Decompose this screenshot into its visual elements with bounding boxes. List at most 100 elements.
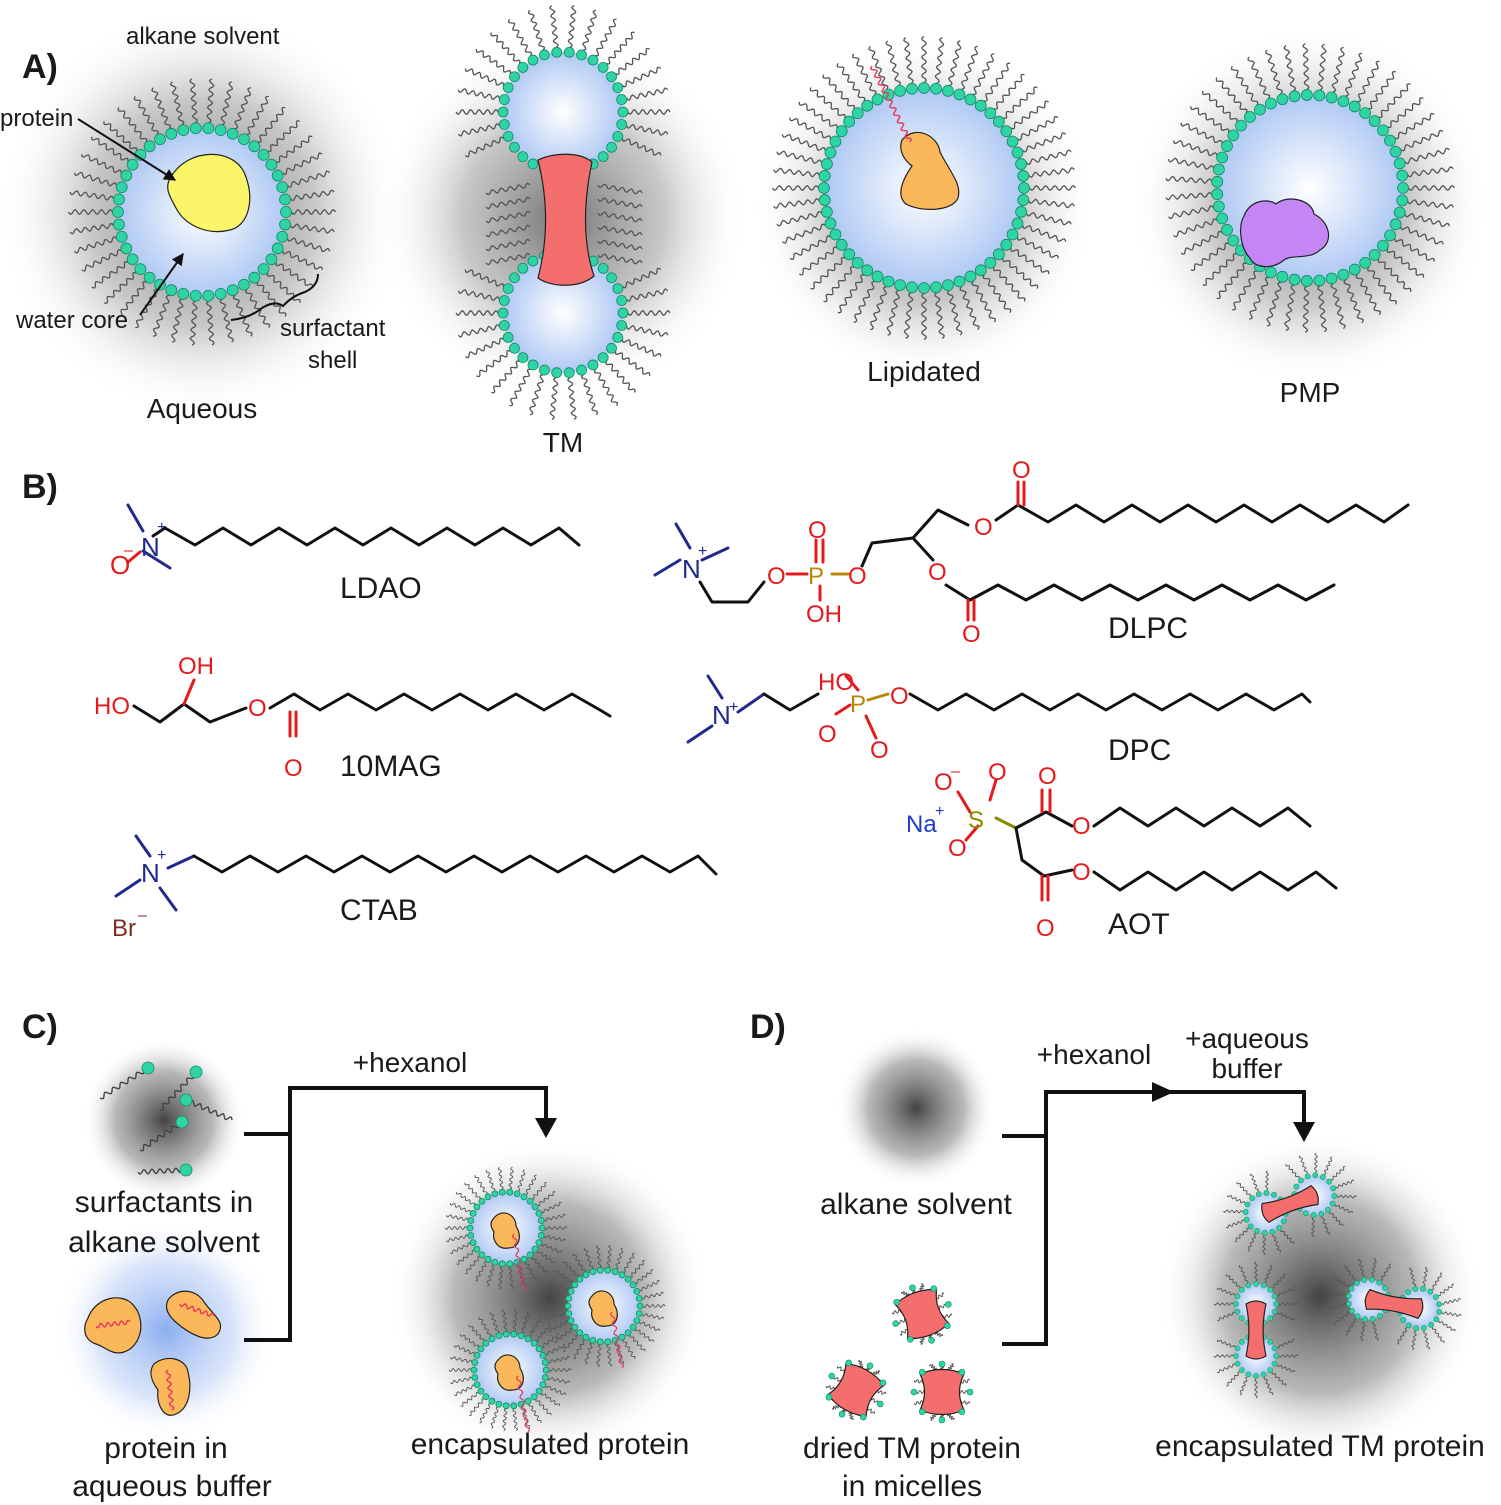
surfactant-head bbox=[635, 1310, 643, 1317]
tm-protein-in-micelle bbox=[919, 1368, 965, 1416]
surfactant-tail bbox=[868, 45, 889, 90]
surfactant-tail bbox=[1317, 285, 1328, 333]
surfactant-head bbox=[1436, 1301, 1442, 1308]
surfactant-head bbox=[835, 125, 848, 138]
surfactant-head bbox=[276, 181, 289, 194]
surfactant-head bbox=[477, 1345, 485, 1353]
lipid-anchor bbox=[609, 1311, 625, 1369]
surfactant-tail bbox=[464, 68, 505, 86]
surfactant-head bbox=[918, 282, 930, 294]
ldao-name: LDAO bbox=[340, 572, 422, 605]
aot-name: AOT bbox=[1108, 908, 1170, 941]
surfactant-head bbox=[513, 1190, 521, 1198]
surfactant-head bbox=[535, 1345, 543, 1353]
surfactant-head bbox=[502, 1402, 510, 1410]
surfactant-tail bbox=[91, 261, 129, 289]
surfactant-tail bbox=[982, 274, 1012, 313]
surfactant-head bbox=[179, 1093, 193, 1107]
surfactant-head bbox=[143, 271, 156, 284]
lipid-anchor bbox=[179, 1303, 215, 1317]
surfactant-tail bbox=[622, 66, 662, 88]
surfactant-tail bbox=[521, 1311, 530, 1334]
surfactant-tail bbox=[1404, 212, 1451, 228]
surfactant-tail bbox=[152, 294, 170, 337]
surfactant-tail bbox=[642, 1304, 666, 1308]
surfactant-head bbox=[1233, 1353, 1239, 1359]
surfactant-head bbox=[189, 1065, 203, 1079]
surfactant-tail bbox=[290, 189, 335, 202]
surfactant-head bbox=[938, 1416, 946, 1424]
surfactant-head bbox=[517, 352, 529, 363]
surfactant-head bbox=[876, 1400, 884, 1408]
surfactant-head bbox=[606, 342, 617, 354]
surfactant-tail bbox=[1002, 86, 1038, 120]
surfactant-tail bbox=[69, 222, 114, 235]
surfactant-tail bbox=[547, 1281, 569, 1291]
surfactant-tail bbox=[1368, 71, 1396, 110]
surfactant-head bbox=[1267, 1287, 1273, 1293]
lipidated-protein bbox=[900, 131, 960, 210]
surfactant-shell-brace bbox=[230, 273, 319, 321]
surfactant-head bbox=[1267, 1367, 1273, 1373]
surfactant-head bbox=[113, 218, 125, 231]
panel-label-a: A) bbox=[22, 48, 58, 86]
surfactant-head bbox=[1216, 212, 1229, 225]
caption-aqueous: Aqueous bbox=[147, 393, 258, 424]
surfactant-shell-label-2: shell bbox=[308, 347, 357, 374]
surfactant-tail bbox=[822, 74, 856, 110]
surfactant-head bbox=[517, 1400, 525, 1408]
surfactant-tail bbox=[1343, 1264, 1357, 1281]
panel-label-b: B) bbox=[22, 468, 58, 506]
surfactant-head bbox=[974, 264, 987, 277]
lipid-anchor bbox=[95, 1319, 131, 1329]
surfactant-tail bbox=[282, 152, 323, 175]
surfactant-tail bbox=[490, 1406, 499, 1429]
surfactant-head bbox=[1245, 1282, 1252, 1289]
surfactant-tail bbox=[489, 1311, 500, 1334]
surfactant-tail bbox=[597, 197, 643, 209]
surfactant-head bbox=[1254, 1228, 1260, 1234]
surfactant-tail bbox=[1394, 112, 1435, 140]
surfactant-tail bbox=[543, 1235, 567, 1242]
surfactant-head bbox=[502, 131, 514, 142]
surfactant-tail bbox=[1438, 1320, 1456, 1332]
surfactant-head bbox=[918, 1408, 926, 1416]
surfactant-tail bbox=[1276, 1312, 1296, 1321]
surfactant-head bbox=[596, 1266, 604, 1274]
surfactant-tail bbox=[1265, 1170, 1269, 1191]
panel-c-arrowhead bbox=[535, 1118, 557, 1138]
surfactant-tail bbox=[622, 1339, 636, 1359]
surfactant-head bbox=[502, 82, 514, 93]
surfactant-tail bbox=[275, 135, 313, 163]
surfactant-head bbox=[539, 364, 550, 376]
surfactant-tail bbox=[1387, 97, 1424, 129]
surfactant-tail bbox=[625, 123, 669, 136]
surfactant-head bbox=[861, 99, 874, 112]
surfactant-head bbox=[478, 1197, 486, 1205]
surfactant-head bbox=[964, 93, 977, 106]
surfactant-head bbox=[1330, 1185, 1337, 1192]
surfactant-tail bbox=[1332, 1276, 1350, 1288]
surfactant-head bbox=[1298, 1177, 1304, 1184]
surfactant-head bbox=[611, 1336, 619, 1344]
surfactant-tail bbox=[1284, 284, 1296, 332]
surfactant-tail bbox=[1360, 1321, 1366, 1342]
surfactant-tail bbox=[1172, 140, 1218, 157]
surfactant-head bbox=[120, 242, 133, 255]
surfactant-head bbox=[488, 1397, 496, 1405]
surfactant-head bbox=[165, 284, 178, 297]
surfactant-head bbox=[526, 1197, 534, 1205]
surfactant-head bbox=[1337, 95, 1350, 108]
surfactant-tail bbox=[512, 1408, 519, 1432]
dlpc-name: DLPC bbox=[1108, 612, 1188, 645]
surfactant-tail bbox=[1167, 157, 1215, 170]
panel-d-product-halo bbox=[1158, 1134, 1482, 1458]
surfactant-tail bbox=[73, 171, 118, 187]
10mag-structure bbox=[132, 678, 612, 738]
surfactant-head bbox=[470, 1366, 478, 1374]
surfactant-tail bbox=[1216, 1339, 1236, 1348]
surfactant-head bbox=[141, 1061, 155, 1075]
surfactant-head bbox=[1239, 1287, 1245, 1293]
surfactant-head bbox=[1280, 1218, 1287, 1225]
surfactant-tail bbox=[810, 256, 846, 290]
